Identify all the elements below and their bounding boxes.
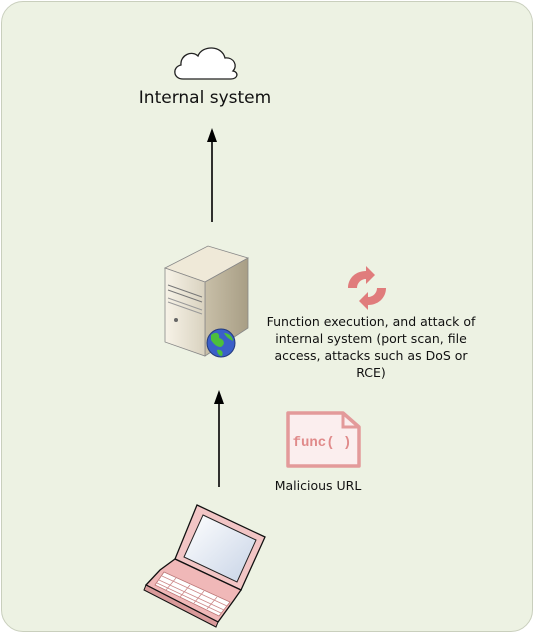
internal-system-label: Internal system xyxy=(138,88,272,108)
malicious-url-label: Malicious URL xyxy=(274,478,362,493)
refresh-icon xyxy=(348,266,386,310)
laptop-icon xyxy=(143,504,266,628)
arrowhead-server xyxy=(214,390,224,404)
cloud-icon xyxy=(174,47,238,80)
globe-icon xyxy=(206,328,236,358)
server-icon xyxy=(163,245,250,357)
attack-description: Function execution, and attack of intern… xyxy=(266,314,476,380)
document-icon xyxy=(286,411,361,468)
payload-code: func( ) xyxy=(293,435,352,451)
arrowhead-internal xyxy=(207,128,217,142)
